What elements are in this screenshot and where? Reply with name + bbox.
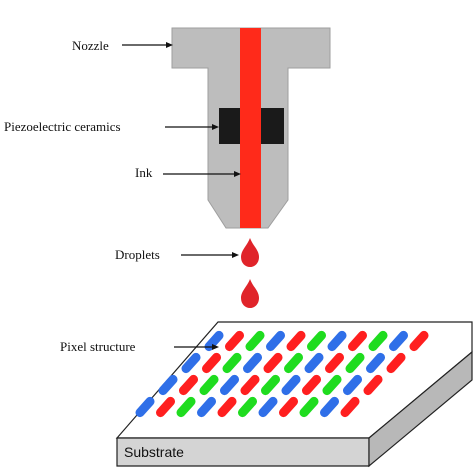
pixel-green xyxy=(237,396,258,418)
piezo-arrow-head xyxy=(212,124,219,130)
pixel-red xyxy=(301,374,322,396)
pixel-red xyxy=(278,396,299,418)
pixel-structure-label: Pixel structure xyxy=(60,339,136,354)
pixel-red xyxy=(409,330,429,352)
pixel-blue xyxy=(135,396,155,418)
pixel-blue xyxy=(365,352,386,374)
nozzle-arrow-head xyxy=(166,42,173,48)
pixel-blue xyxy=(327,330,347,352)
pixel-red xyxy=(240,374,260,396)
annotations: Nozzle Piezoelectric ceramics Ink Drople… xyxy=(4,38,241,354)
piezo-label: Piezoelectric ceramics xyxy=(4,119,121,134)
pixel-green xyxy=(245,330,265,352)
substrate-label: Substrate xyxy=(124,444,184,460)
pixel-blue xyxy=(281,374,301,396)
droplet xyxy=(241,279,259,308)
pixel-red xyxy=(286,330,306,352)
pixel-blue xyxy=(265,330,286,352)
pixel-red xyxy=(201,352,222,374)
pixel-structure xyxy=(135,330,429,418)
pixel-blue xyxy=(388,330,409,352)
pixel-green xyxy=(299,396,319,418)
pixel-red xyxy=(340,396,360,418)
pixel-green xyxy=(368,330,388,352)
pixel-red xyxy=(155,396,176,418)
pixel-red xyxy=(224,330,245,352)
pixel-blue xyxy=(258,396,278,418)
pixel-green xyxy=(260,374,281,396)
substrate-side-face xyxy=(368,350,473,468)
pixel-blue xyxy=(204,330,224,352)
pixel-blue xyxy=(342,374,363,396)
droplets-label: Droplets xyxy=(115,247,160,262)
ink-arrow-head xyxy=(234,171,241,177)
ink-label: Ink xyxy=(135,165,153,180)
pixel-green xyxy=(222,352,242,374)
pixel-red xyxy=(324,352,345,374)
pixel-red xyxy=(178,374,199,396)
pixel-blue xyxy=(319,396,340,418)
pixel-structure-arrow-head xyxy=(212,344,219,350)
pixel-blue xyxy=(158,374,178,396)
droplet xyxy=(241,238,259,267)
pixel-blue xyxy=(196,396,217,418)
pixel-red xyxy=(217,396,237,418)
pixel-green xyxy=(345,352,365,374)
pixel-blue xyxy=(219,374,240,396)
pixel-blue xyxy=(181,352,201,374)
pixel-red xyxy=(386,352,406,374)
pixel-blue xyxy=(242,352,263,374)
pixel-green xyxy=(283,352,304,374)
pixel-green xyxy=(199,374,219,396)
pixel-red xyxy=(363,374,383,396)
pixel-green xyxy=(176,396,196,418)
pixel-green xyxy=(322,374,342,396)
pixel-green xyxy=(306,330,327,352)
pixel-blue xyxy=(304,352,324,374)
ink-channel xyxy=(240,28,261,228)
nozzle-label: Nozzle xyxy=(72,38,109,53)
pixel-red xyxy=(263,352,283,374)
pixel-red xyxy=(347,330,368,352)
droplets-arrow-head xyxy=(232,252,239,258)
